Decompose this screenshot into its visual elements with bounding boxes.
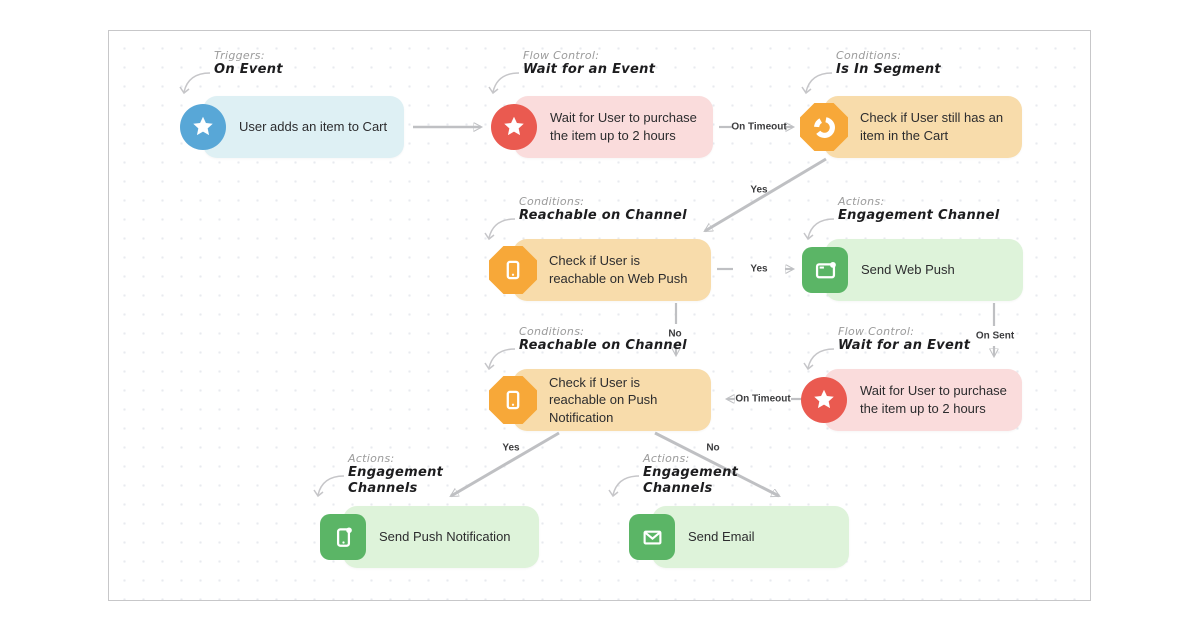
curl-arrow-icon [484, 218, 516, 241]
node-reachable-push-notification[interactable]: Check if User is reachable on Push Notif… [489, 369, 711, 431]
node-reachable-web-push[interactable]: Check if User is reachable on Web Push [489, 239, 711, 301]
email-icon [629, 514, 675, 560]
node-send-push-notification[interactable]: Send Push Notification [320, 506, 539, 568]
curl-arrow-icon [801, 72, 833, 95]
node-send-web-push[interactable]: Send Web Push [802, 239, 1023, 301]
node-wait-for-event-2[interactable]: Wait for User to purchase the item up to… [801, 369, 1022, 431]
node-label: Send Web Push [861, 262, 955, 278]
annotation-flow-control-wait-2: Flow Control: Wait for an Event [803, 325, 970, 371]
curl-arrow-icon [313, 475, 345, 498]
node-label: User adds an item to Cart [239, 119, 388, 135]
edge-label-yes-2: Yes [750, 263, 768, 275]
node-label: Wait for User to purchase the item up to… [550, 110, 697, 143]
star-icon [801, 377, 847, 423]
annotation-triggers-on-event: Triggers: On Event [179, 49, 283, 95]
curl-arrow-icon [488, 72, 520, 95]
segment-icon [800, 103, 848, 151]
node-label: Check if User is reachable on Web Push [549, 253, 688, 286]
edge-label-on-timeout-2: On Timeout [735, 393, 791, 405]
annotation-conditions-reachable-1: Conditions: Reachable on Channel [484, 195, 687, 241]
phone-icon [489, 376, 537, 424]
node-label: Check if User is reachable on Push Notif… [549, 374, 658, 425]
star-icon [491, 104, 537, 150]
node-send-email[interactable]: Send Email [629, 506, 849, 568]
node-trigger-on-event[interactable]: User adds an item to Cart [180, 96, 404, 158]
node-label: Wait for User to purchase the item up to… [860, 383, 1007, 416]
push-notification-icon [320, 514, 366, 560]
annotation-actions-channel: Actions: Engagement Channel [803, 195, 999, 241]
curl-arrow-icon [803, 348, 835, 371]
phone-icon [489, 246, 537, 294]
web-push-icon [802, 247, 848, 293]
annotation-actions-channels-push: Actions: Engagement Channels [313, 452, 443, 498]
curl-arrow-icon [179, 72, 211, 95]
star-icon [180, 104, 226, 150]
annotation-conditions-reachable-2: Conditions: Reachable on Channel [484, 325, 687, 371]
annotation-flow-control-wait-1: Flow Control: Wait for an Event [488, 49, 655, 95]
node-label: Send Email [688, 529, 755, 545]
flow-canvas[interactable]: On Timeout Yes Yes No On Sent On Timeout… [108, 30, 1091, 601]
curl-arrow-icon [484, 348, 516, 371]
node-is-in-segment[interactable]: Check if User still has an item in the C… [800, 96, 1022, 158]
edge-label-no-1: No [668, 328, 682, 340]
edge-label-on-timeout-1: On Timeout [731, 121, 787, 133]
edge-label-yes-1: Yes [750, 184, 768, 196]
node-wait-for-event-1[interactable]: Wait for User to purchase the item up to… [491, 96, 713, 158]
curl-arrow-icon [803, 218, 835, 241]
node-label: Check if User still has an item in the C… [860, 110, 1004, 143]
curl-arrow-icon [608, 475, 640, 498]
edge-label-yes-3: Yes [502, 442, 520, 454]
node-label: Send Push Notification [379, 529, 511, 545]
annotation-actions-channels-email: Actions: Engagement Channels [608, 452, 738, 498]
annotation-conditions-segment: Conditions: Is In Segment [801, 49, 941, 95]
edge-label-no-2: No [706, 442, 720, 454]
edge-label-on-sent: On Sent [975, 330, 1015, 342]
